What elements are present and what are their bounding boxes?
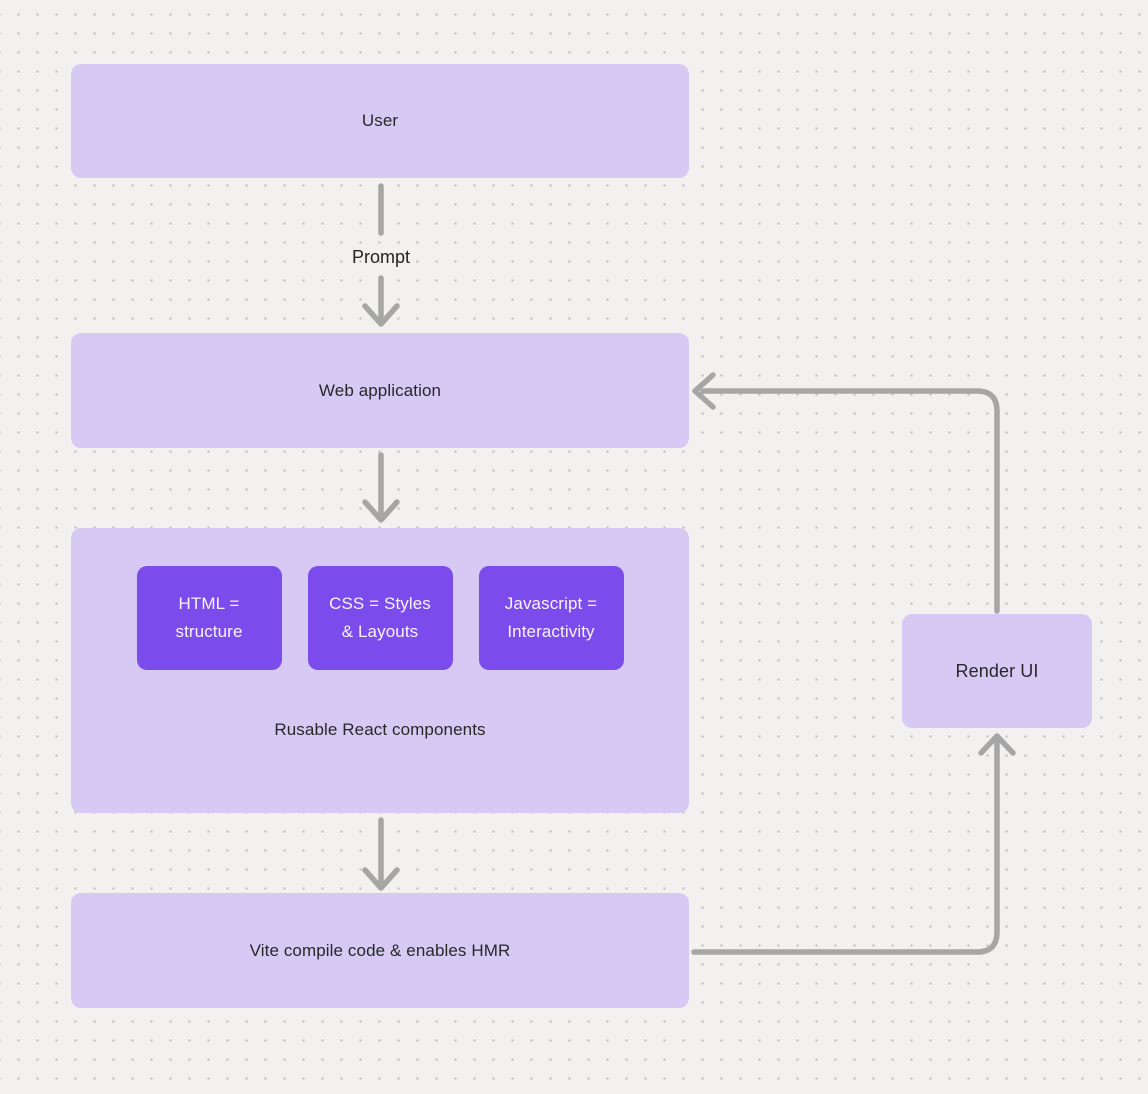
node-user[interactable]: User bbox=[71, 64, 689, 178]
node-user-label: User bbox=[361, 111, 399, 130]
chip-javascript-label: Javascript = Interactivity bbox=[504, 594, 598, 641]
node-web-application[interactable]: Web application bbox=[71, 333, 689, 448]
node-vite-label: Vite compile code & enables HMR bbox=[249, 940, 511, 960]
arrowhead-down-icon bbox=[362, 499, 400, 523]
chip-css[interactable]: CSS = Styles & Layouts bbox=[307, 566, 453, 670]
connector-webapp-to-components[interactable] bbox=[362, 452, 400, 523]
chip-javascript[interactable]: Javascript = Interactivity bbox=[478, 566, 624, 670]
node-react-components-group[interactable]: HTML = structure CSS = Styles & Layouts … bbox=[71, 528, 689, 813]
node-vite[interactable]: Vite compile code & enables HMR bbox=[71, 893, 689, 1008]
edge-label-prompt[interactable]: Prompt bbox=[351, 247, 411, 267]
connector-components-to-vite[interactable] bbox=[362, 817, 400, 891]
connector-vite-to-renderui[interactable] bbox=[691, 733, 1016, 955]
chip-html-label: HTML = structure bbox=[175, 594, 243, 641]
connector-renderui-to-webapp-shaft bbox=[700, 388, 1000, 614]
group-caption: Rusable React components bbox=[274, 720, 486, 739]
node-render-ui[interactable]: Render UI bbox=[902, 614, 1092, 728]
chip-css-label: CSS = Styles & Layouts bbox=[329, 594, 431, 641]
arrowhead-up-icon bbox=[978, 733, 1016, 756]
arrowhead-down-icon bbox=[362, 303, 400, 327]
node-render-ui-label: Render UI bbox=[955, 660, 1039, 681]
connector-renderui-to-webapp[interactable] bbox=[692, 372, 1000, 614]
arrowhead-down-icon bbox=[362, 867, 400, 891]
node-web-application-label: Web application bbox=[318, 380, 442, 400]
arrowhead-left-icon bbox=[692, 372, 716, 410]
chip-html[interactable]: HTML = structure bbox=[136, 566, 282, 670]
connector-vite-to-renderui-shaft bbox=[691, 739, 1000, 955]
chips-row: HTML = structure CSS = Styles & Layouts … bbox=[71, 566, 689, 670]
